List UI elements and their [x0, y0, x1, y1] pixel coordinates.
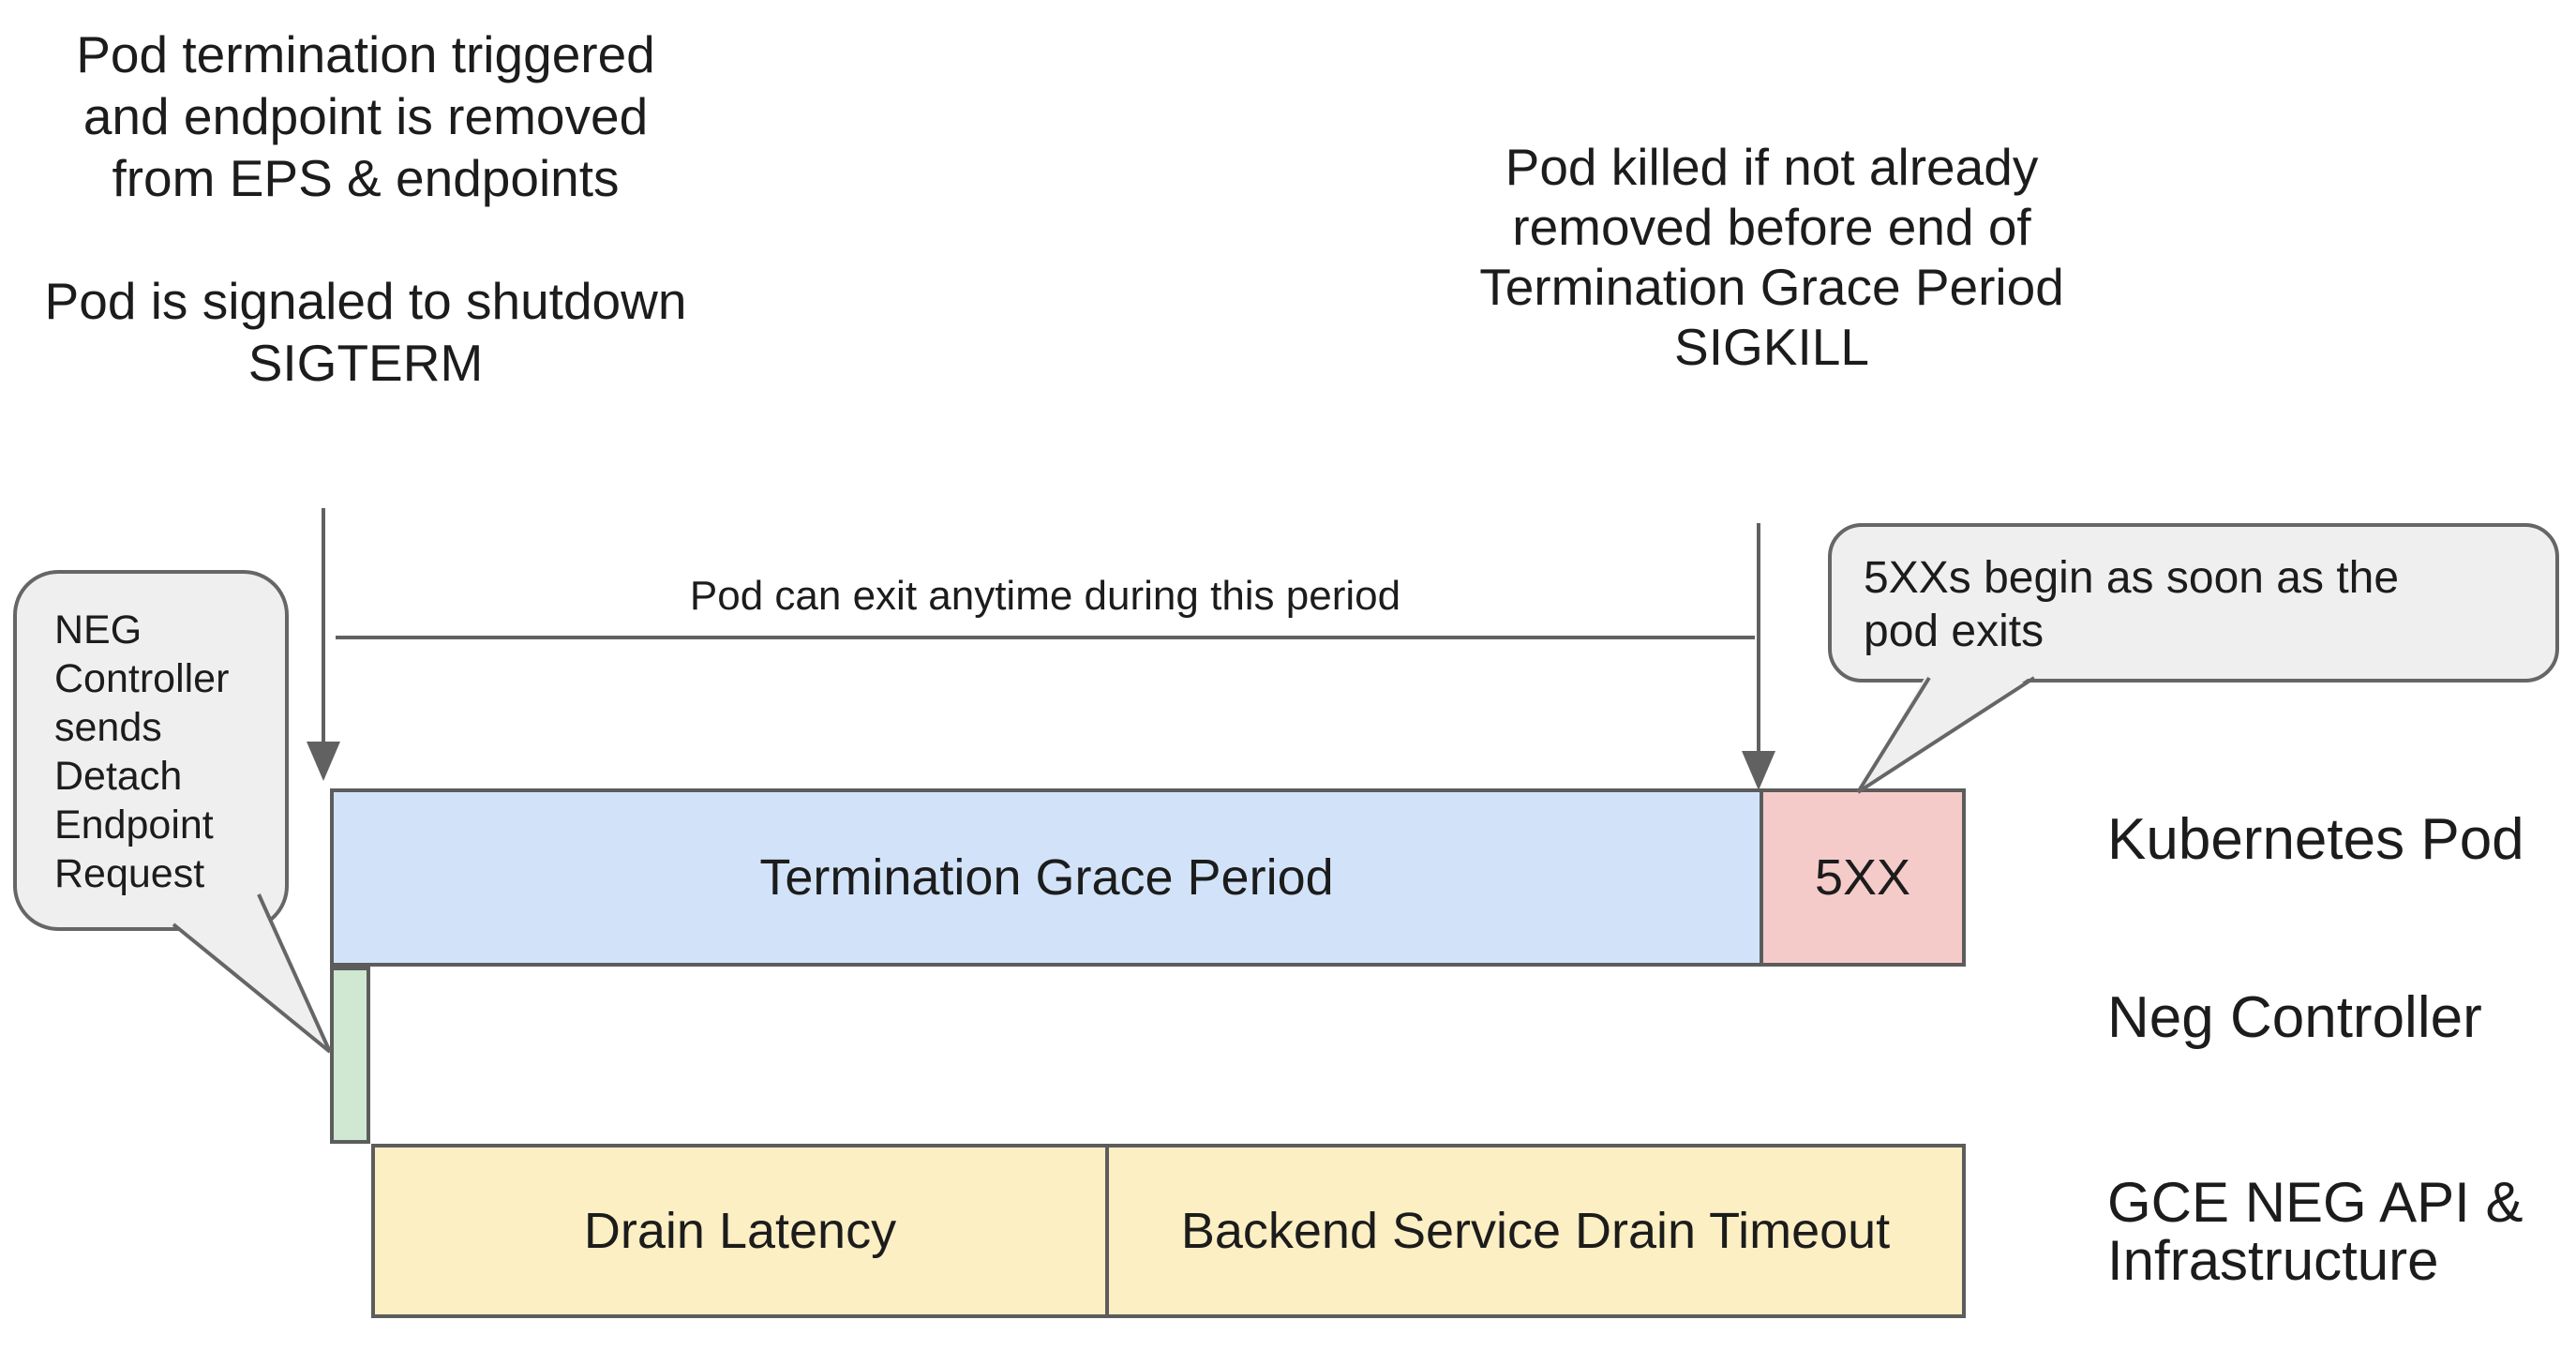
lane-label-line: GCE NEG API & [2107, 1171, 2524, 1234]
annotation-line: Pod killed if not already [1505, 138, 2039, 196]
callout-line: pod exits [1864, 607, 2044, 656]
sigterm-arrow [307, 508, 340, 781]
detach-endpoint-bar [330, 967, 370, 1144]
gce-timeline-bar: Drain Latency Backend Service Drain Time… [371, 1144, 1966, 1318]
annotation-pod-killed: Pod killed if not already removed before… [1444, 137, 2100, 377]
lane-label-kubernetes-pod: Kubernetes Pod [2107, 807, 2524, 872]
annotation-line: SIGKILL [1674, 318, 1869, 376]
callout-line: Endpoint [54, 802, 214, 848]
annotation-line: removed before end of [1512, 198, 2031, 256]
fivexx-callout-tail [1856, 673, 2036, 794]
fivexx-bar: 5XX [1763, 792, 1962, 963]
annotation-line: Pod is signaled to shutdown [44, 272, 687, 330]
lane-label-line: Infrastructure [2107, 1229, 2439, 1292]
callout-line: sends [54, 705, 162, 750]
drain-latency-bar: Drain Latency [375, 1148, 1109, 1314]
callout-line: Request [54, 851, 205, 896]
sigkill-arrow [1742, 523, 1775, 790]
lane-label-neg-controller: Neg Controller [2107, 985, 2482, 1050]
lane-label-gce: GCE NEG API & Infrastructure [2107, 1174, 2523, 1290]
annotation-line: Pod termination triggered [76, 25, 655, 83]
callout-line: NEG [54, 608, 142, 652]
callout-line: 5XXs begin as soon as the [1864, 553, 2400, 603]
backend-drain-timeout-bar: Backend Service Drain Timeout [1109, 1148, 1962, 1314]
callout-line: Controller [54, 656, 230, 701]
annotation-line: SIGTERM [247, 334, 484, 392]
callout-fivexx: 5XXs begin as soon as the pod exits [1828, 523, 2559, 682]
annotation-pod-signaled: Pod is signaled to shutdown SIGTERM [19, 270, 712, 394]
annotation-line: from EPS & endpoints [112, 149, 620, 207]
annotation-exit-period: Pod can exit anytime during this period [689, 573, 1401, 619]
annotation-pod-termination: Pod termination triggered and endpoint i… [37, 23, 694, 209]
callout-neg-controller: NEG Controller sends Detach Endpoint Req… [13, 570, 289, 931]
callout-line: Detach [54, 754, 183, 799]
annotation-line: Termination Grace Period [1479, 258, 2064, 316]
kubernetes-pod-timeline-bar: Termination Grace Period 5XX [330, 788, 1966, 967]
annotation-line: and endpoint is removed [82, 87, 649, 145]
termination-grace-period-bar: Termination Grace Period [334, 792, 1763, 963]
